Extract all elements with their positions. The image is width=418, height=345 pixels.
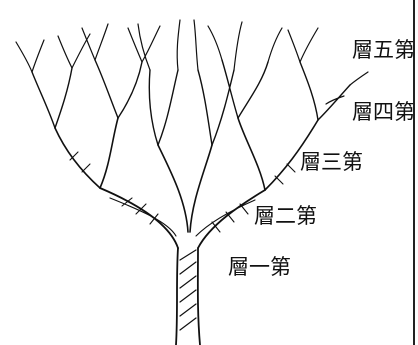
- label-layer-2: 層二第: [254, 204, 317, 228]
- label-layer-4: 層四第: [352, 100, 415, 124]
- branches-layer-2: [99, 187, 266, 249]
- label-layer-5: 層五第: [352, 38, 415, 62]
- twigs-layer-5: [15, 19, 369, 105]
- page-edge-rule: [413, 0, 415, 345]
- trunk-layer-1: [175, 247, 201, 345]
- branches-layer-4: [31, 59, 351, 146]
- branches-layer-3: [54, 117, 319, 233]
- label-layer-1: 層一第: [228, 255, 291, 279]
- label-layer-3: 層三第: [300, 150, 363, 174]
